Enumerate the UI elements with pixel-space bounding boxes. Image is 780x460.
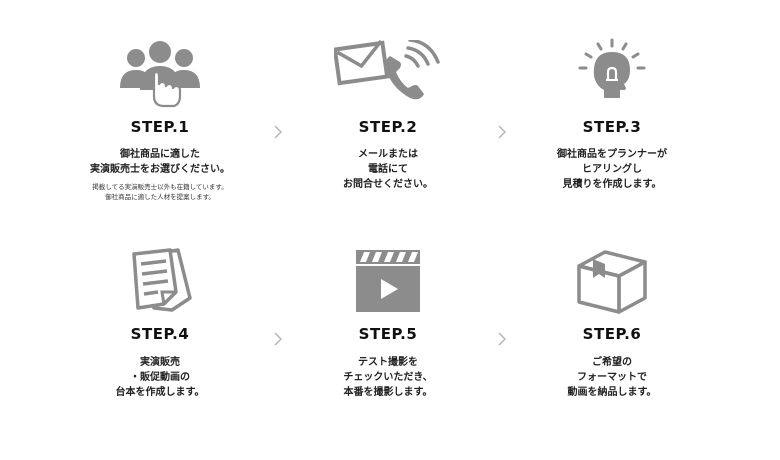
chevron-right-icon [497,124,507,140]
step-description: メールまたは 電話にて お問合せください。 [288,147,488,192]
box-icon [575,248,649,314]
description-line: 台本を作成します。 [115,387,205,398]
step-title: STEP.2 [358,118,418,136]
step-description: 御社商品に適した 実演販売士をお選びください。 [60,147,260,177]
description-line: ご希望の [592,357,632,368]
note-line: 御社商品に適した人材を提案します。 [105,193,215,201]
description-line: 実演販売士をお選びください。 [90,164,230,175]
description-line: 御社商品をプランナーが [557,149,667,160]
description-line: 電話にて [368,164,408,175]
step-description: 実演販売 ・販促動画の 台本を作成します。 [60,355,260,400]
clapperboard-icon [354,248,422,314]
mail-phone-icon [334,40,442,104]
description-line: 実演販売 [140,357,180,368]
lightbulb-head-icon [578,38,646,104]
people-pointing-icon [118,38,202,110]
description-line: テスト撮影を [358,357,418,368]
description-line: ・販促動画の [130,372,190,383]
step-title: STEP.1 [130,118,190,136]
step-description: ご希望の フォーマットで 動画を納品します。 [512,355,712,400]
description-line: 御社商品に適した [120,149,200,160]
step-title: STEP.4 [130,325,190,343]
description-line: フォーマットで [577,372,647,383]
document-icon [128,246,192,314]
chevron-right-icon [273,331,283,347]
description-line: 動画を納品します。 [567,387,657,398]
step-title: STEP.3 [582,118,642,136]
step-description: テスト撮影を チェックいただき、 本番を撮影します。 [288,355,488,400]
chevron-right-icon [497,331,507,347]
note-line: 掲載してる実演販売士以外も在籍しています。 [92,183,228,191]
description-line: メールまたは [358,149,418,160]
step-description: 御社商品をプランナーが ヒアリングし 見積りを作成します。 [512,147,712,192]
step-title: STEP.6 [582,325,642,343]
description-line: チェックいただき、 [343,372,433,383]
step-title: STEP.5 [358,325,418,343]
description-line: 本番を撮影します。 [343,387,433,398]
description-line: ヒアリングし [582,164,642,175]
description-line: 見積りを作成します。 [562,179,662,190]
chevron-right-icon [273,124,283,140]
step-note: 掲載してる実演販売士以外も在籍しています。 御社商品に適した人材を提案します。 [60,182,260,202]
description-line: お問合せください。 [343,179,433,190]
